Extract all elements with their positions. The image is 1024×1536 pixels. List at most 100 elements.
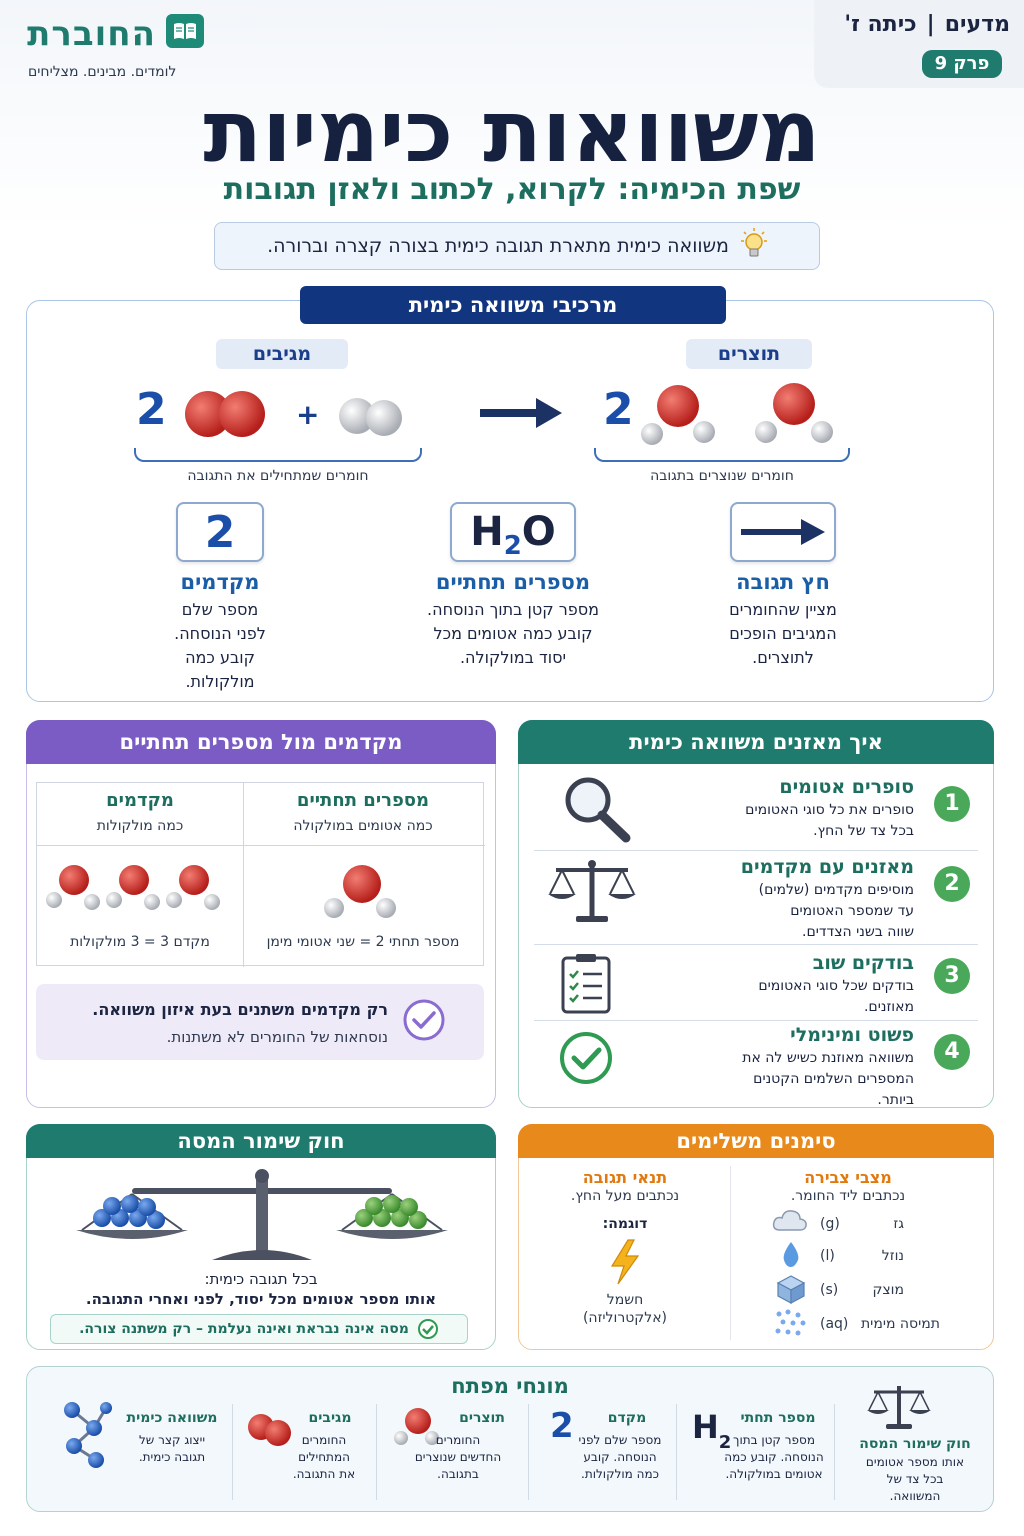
- coefficient-caption: מקדם 3 = 3 מולקולות: [70, 934, 210, 950]
- coefficients-col-desc: כמה מולקולות: [96, 818, 184, 834]
- key-terms-header: מונחי מפתח: [451, 1374, 569, 1398]
- brand-tagline: לומדים. מבינים. מצליחים: [28, 64, 177, 80]
- states-title: מצבי צבירה: [804, 1168, 892, 1187]
- water-molecule-icon: [46, 865, 100, 910]
- reactants-label: מגיבים: [216, 339, 348, 369]
- reactants-brace-label: חומרים שמתחילים את התגובה: [187, 468, 369, 484]
- conditions-title: תנאי תגובה: [582, 1168, 668, 1187]
- brand: החוברת לומדים. מבינים. מצליחים: [27, 14, 208, 80]
- desc-line: בכל צד של החץ.: [813, 823, 914, 839]
- plus-sign: +: [296, 398, 320, 431]
- state-symbol: (s): [820, 1282, 839, 1298]
- two-icon: 2: [550, 1406, 574, 1446]
- desc-line: מאוזנים.: [863, 999, 914, 1015]
- desc-line: מספר קטן בתוך: [733, 1433, 815, 1447]
- book-icon: [166, 14, 204, 48]
- oxygen-molecule-icon: [248, 1414, 291, 1446]
- desc-line: קובע כמה: [185, 648, 255, 667]
- products-brace-label: חומרים שנוצרים בתגובה: [650, 468, 794, 484]
- desc-line: החומרים: [301, 1433, 347, 1447]
- state-name: גז: [893, 1216, 904, 1232]
- subscript-box: H 2 O: [450, 502, 576, 562]
- coef-note-bold: רק מקדמים משתנים בעת איזון משוואה.: [92, 1000, 388, 1019]
- products-brace: [594, 448, 850, 462]
- step-title: סופרים אטומים: [779, 776, 914, 798]
- definition-box: משוואה כימית מתארת תגובה כימית בצורה קצר…: [214, 222, 820, 270]
- key-term-title: מגיבים: [308, 1410, 352, 1426]
- example-label: דוגמה:: [602, 1216, 648, 1232]
- checklist-icon: [561, 954, 611, 1014]
- desc-line: ביותר.: [877, 1092, 914, 1108]
- desc-line: המספרים השלמים הקטנים: [753, 1071, 914, 1087]
- desc-line: המגיבים הופכים: [729, 624, 837, 643]
- desc-line: את התגובה.: [292, 1467, 356, 1481]
- desc-line: תגובה כימית.: [138, 1450, 206, 1464]
- key-term-desc: מספר שלם לפני הנוסחה. קובע כמה מולקולות.: [568, 1432, 672, 1483]
- desc-line: המשוואה.: [889, 1489, 941, 1503]
- water-molecule-icon: [641, 385, 715, 445]
- key-term-desc: ייצוג קצר של תגובה כימית.: [118, 1432, 226, 1466]
- step-number: 4: [934, 1034, 970, 1070]
- step-desc: בודקים שכל סוגי האטומים מאוזנים.: [680, 976, 914, 1018]
- desc-line: החומרים: [435, 1433, 481, 1447]
- reaction-arrow-icon: [480, 398, 562, 428]
- water-molecule-icon: [106, 865, 160, 910]
- page-title: משוואות כימיות: [203, 82, 821, 182]
- cloud-icon: [772, 1210, 807, 1231]
- key-term-desc: אותו מספר אטומים בכל צד של המשוואה.: [840, 1454, 990, 1505]
- products-label: תוצרים: [686, 339, 812, 369]
- state-symbol: (g): [820, 1216, 840, 1232]
- h2-letter: H: [692, 1408, 719, 1446]
- desc-line: בודקים שכל סוגי האטומים: [758, 978, 914, 994]
- reactants-brace: [134, 448, 422, 462]
- key-term-title: משוואה כימית: [126, 1410, 218, 1426]
- desc-line: מוסיפים מקדמים (שלמים): [758, 882, 914, 898]
- coef-vs-sub-header: מקדמים מול מספרים תחתיים: [26, 720, 496, 764]
- desc-line: בתגובה.: [437, 1467, 479, 1481]
- formula-h: H: [470, 509, 504, 555]
- droplet-icon: [783, 1242, 799, 1267]
- purple-check-icon: [403, 999, 445, 1041]
- state-name: נוזל: [881, 1248, 904, 1264]
- divider: [534, 850, 978, 851]
- conditions-desc: נכתבים מעל החץ.: [570, 1188, 680, 1204]
- h2-subscript: 2: [718, 1432, 732, 1453]
- formula-subscript: 2: [503, 531, 522, 561]
- lightbulb-icon: [740, 227, 767, 265]
- reactant-coefficient: 2: [136, 384, 167, 435]
- key-term-title: חוק שימור המסה: [859, 1436, 971, 1452]
- subject-label: מדעים: [944, 12, 1010, 37]
- components-card: [26, 300, 994, 702]
- step-number: 3: [934, 958, 970, 994]
- desc-line: הנוסחה. קובע כמה: [724, 1450, 824, 1464]
- step-number: 1: [934, 786, 970, 822]
- cube-icon: [776, 1275, 806, 1304]
- step-title: מאזנים עם מקדמים: [740, 856, 914, 878]
- magnifier-icon: [565, 777, 631, 843]
- desc-line: ייצוג קצר של: [138, 1433, 206, 1447]
- conservation-line2: אותו מספר אטומים מכל יסוד, לפני ואחרי הת…: [85, 1290, 437, 1308]
- key-term-title: מקדם: [607, 1410, 647, 1426]
- desc-line: מולקולות.: [185, 672, 255, 691]
- scale-icon: [867, 1386, 931, 1429]
- brand-name: החוברת: [27, 14, 156, 54]
- desc-line: מספר שלם לפני: [578, 1433, 662, 1447]
- desc-line: שווה בשני הצדדים.: [802, 924, 914, 940]
- desc-line: המתחילים: [298, 1450, 350, 1464]
- subscript-caption: מספר תחתי 2 = שני אטומי מימן: [266, 934, 460, 950]
- step-desc: מוסיפים מקדמים (שלמים) עד שמספר האטומים …: [680, 880, 914, 943]
- conservation-note-box: מסה אינה נבראת ואינה נעלמת – רק משתנה צו…: [50, 1314, 468, 1344]
- desc-line: אותו מספר אטומים: [865, 1455, 965, 1469]
- meta-separator: |: [926, 12, 935, 37]
- comparison-table: [36, 782, 485, 967]
- example-line1: חשמל: [606, 1292, 644, 1308]
- desc-line: אטומים במולקולה.: [725, 1467, 823, 1481]
- conservation-note: מסה אינה נבראת ואינה נעלמת – רק משתנה צו…: [79, 1321, 409, 1337]
- definition-text: משוואה כימית מתארת תגובה כימית בצורה קצר…: [267, 235, 729, 257]
- desc-line: הנוסחה. קובע: [583, 1450, 657, 1464]
- step-desc: סופרים את כל סוגי האטומים בכל צד של החץ.: [680, 800, 914, 842]
- step-desc: משוואה מאוזנת כשיש לה את המספרים השלמים …: [680, 1048, 914, 1111]
- desc-line: החדשים שנוצרים: [414, 1450, 502, 1464]
- components-header: מרכיבי משוואה כימית: [300, 286, 726, 324]
- lightning-icon: [610, 1239, 640, 1285]
